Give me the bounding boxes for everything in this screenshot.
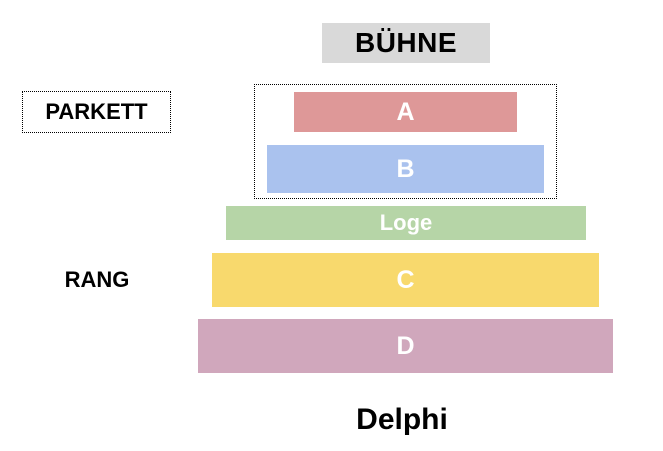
section-row-d[interactable]: D	[198, 319, 613, 373]
venue-name: Delphi	[356, 403, 448, 436]
section-row-c[interactable]: C	[212, 253, 599, 307]
parkett-sections-outline	[254, 84, 557, 199]
section-row-b[interactable]: B	[267, 145, 544, 193]
stage-box: BÜHNE	[322, 23, 490, 63]
parkett-area-label: PARKETT	[22, 91, 171, 133]
section-row-a[interactable]: A	[294, 92, 517, 132]
section-row-loge[interactable]: Loge	[226, 206, 586, 240]
rang-area-label: RANG	[64, 267, 130, 292]
